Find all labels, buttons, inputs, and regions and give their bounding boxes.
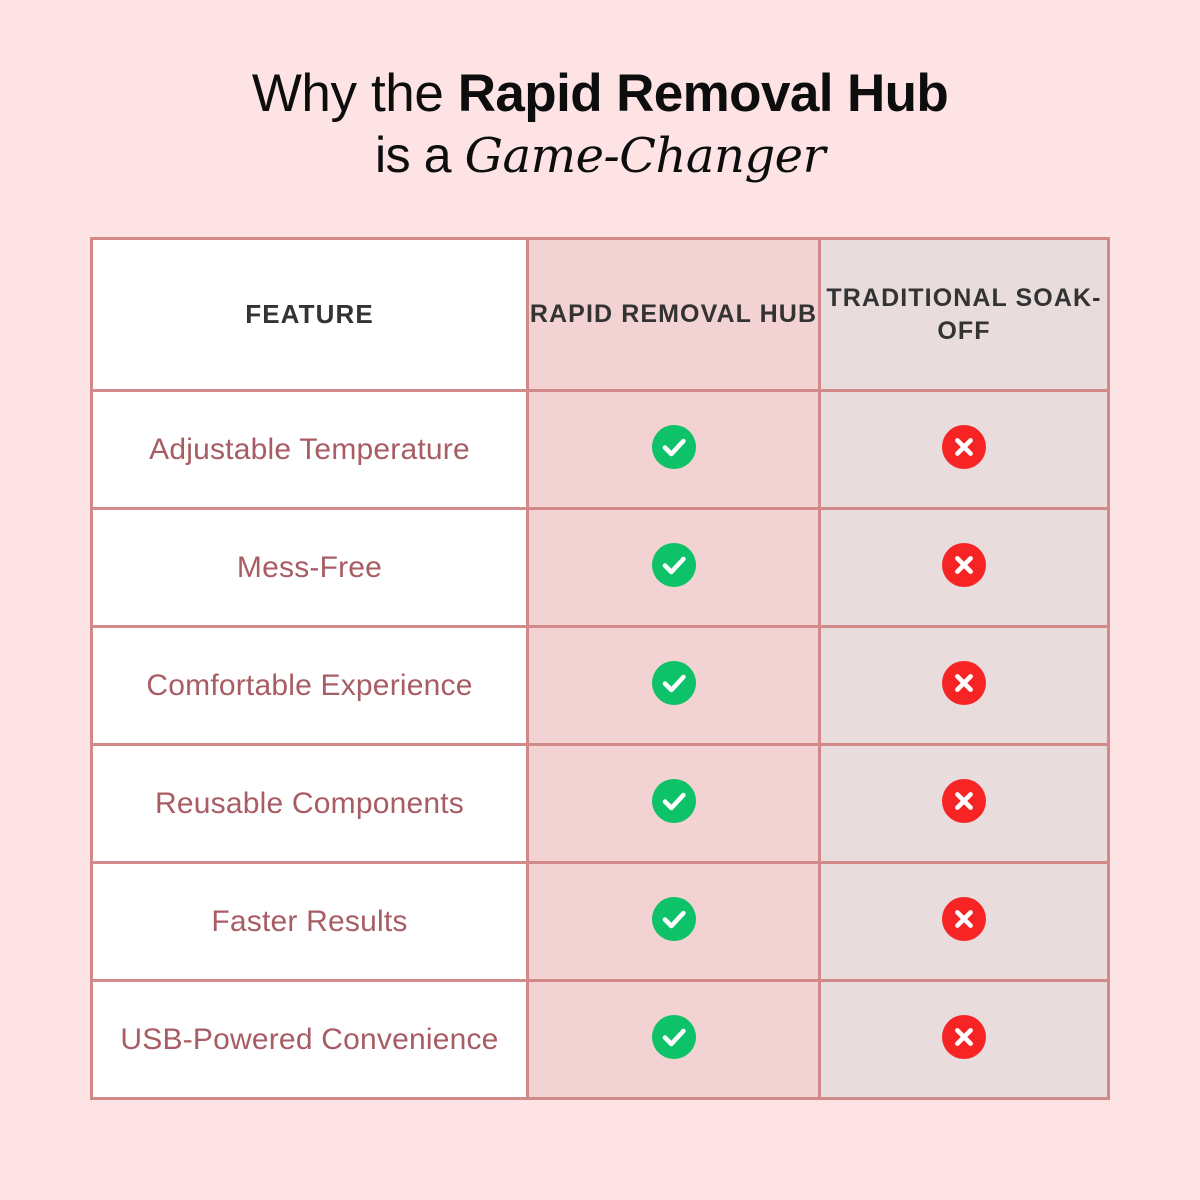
check-circle-icon-circle (651, 1015, 696, 1059)
feature-cell: Adjustable Temperature (90, 389, 529, 510)
feature-cell: Faster Results (90, 861, 529, 982)
table-row: Comfortable Experience (90, 625, 1110, 746)
hub-status-cell (526, 979, 821, 1100)
check-circle-icon (651, 897, 696, 941)
title-prefix-2: is a (374, 127, 465, 184)
feature-cell: USB-Powered Convenience (90, 979, 529, 1100)
check-circle-icon (651, 425, 696, 469)
table-row: Adjustable Temperature (90, 389, 1110, 510)
hub-status-cell (526, 861, 821, 982)
traditional-status-cell (818, 625, 1110, 746)
feature-label: Adjustable Temperature (149, 432, 470, 466)
traditional-status-cell (818, 861, 1110, 982)
hub-status-cell (526, 507, 821, 628)
traditional-status-cell (818, 979, 1110, 1100)
cross-circle-icon-circle (942, 543, 986, 587)
title-emphasis-gamechanger: Game-Changer (464, 128, 826, 185)
feature-label: Comfortable Experience (146, 668, 473, 702)
feature-cell: Comfortable Experience (90, 625, 529, 746)
feature-label: Faster Results (211, 904, 408, 938)
cross-circle-icon (942, 425, 986, 469)
table-row: Mess-Free (90, 507, 1110, 628)
feature-cell: Reusable Components (90, 743, 529, 864)
cross-circle-icon-circle (942, 779, 986, 823)
traditional-status-cell (818, 743, 1110, 864)
title-emphasis-product: Rapid Removal Hub (457, 64, 949, 123)
table-header-row: FEATURE RAPID REMOVAL HUB TRADITIONAL SO… (90, 237, 1110, 392)
check-circle-icon-circle (651, 897, 696, 941)
hub-status-cell (526, 625, 821, 746)
header-cell-hub: RAPID REMOVAL HUB (526, 237, 821, 392)
traditional-status-cell (818, 507, 1110, 628)
table-row: USB-Powered Convenience (90, 979, 1110, 1100)
table-row: Reusable Components (90, 743, 1110, 864)
feature-cell: Mess-Free (90, 507, 529, 628)
check-circle-icon-circle (651, 779, 696, 823)
cross-circle-icon (942, 779, 986, 823)
comparison-table: FEATURE RAPID REMOVAL HUB TRADITIONAL SO… (90, 237, 1110, 1100)
check-circle-icon-circle (651, 543, 696, 587)
cross-circle-icon (942, 897, 986, 941)
hub-status-cell (526, 743, 821, 864)
cross-circle-icon (942, 543, 986, 587)
check-circle-icon-circle (651, 661, 696, 705)
cross-circle-icon-circle (942, 425, 986, 469)
title-line-1: Why the Rapid Removal Hub (0, 64, 1200, 123)
cross-circle-icon (942, 1015, 986, 1059)
header-label-traditional: TRADITIONAL SOAK-OFF (826, 284, 1102, 345)
check-circle-icon (651, 543, 696, 587)
cross-circle-icon-circle (942, 1015, 986, 1059)
header-label-hub: RAPID REMOVAL HUB (529, 300, 818, 329)
check-circle-icon (651, 661, 696, 705)
page-title: Why the Rapid Removal Hub is a Game-Chan… (0, 64, 1200, 184)
cross-circle-icon-circle (942, 897, 986, 941)
check-circle-icon (651, 779, 696, 823)
title-prefix-1: Why the (251, 64, 458, 123)
feature-label: Reusable Components (155, 786, 464, 820)
header-cell-traditional: TRADITIONAL SOAK-OFF (818, 237, 1110, 392)
check-circle-icon-circle (651, 425, 696, 469)
check-circle-icon (651, 1015, 696, 1059)
hub-status-cell (526, 389, 821, 510)
traditional-status-cell (818, 389, 1110, 510)
feature-label: Mess-Free (236, 550, 383, 584)
header-label-feature: FEATURE (245, 298, 374, 329)
header-cell-feature: FEATURE (90, 237, 529, 392)
cross-circle-icon (942, 661, 986, 705)
feature-label: USB-Powered Convenience (120, 1022, 499, 1056)
cross-circle-icon-circle (942, 661, 986, 705)
table-row: Faster Results (90, 861, 1110, 982)
title-line-2: is a Game-Changer (0, 127, 1200, 184)
